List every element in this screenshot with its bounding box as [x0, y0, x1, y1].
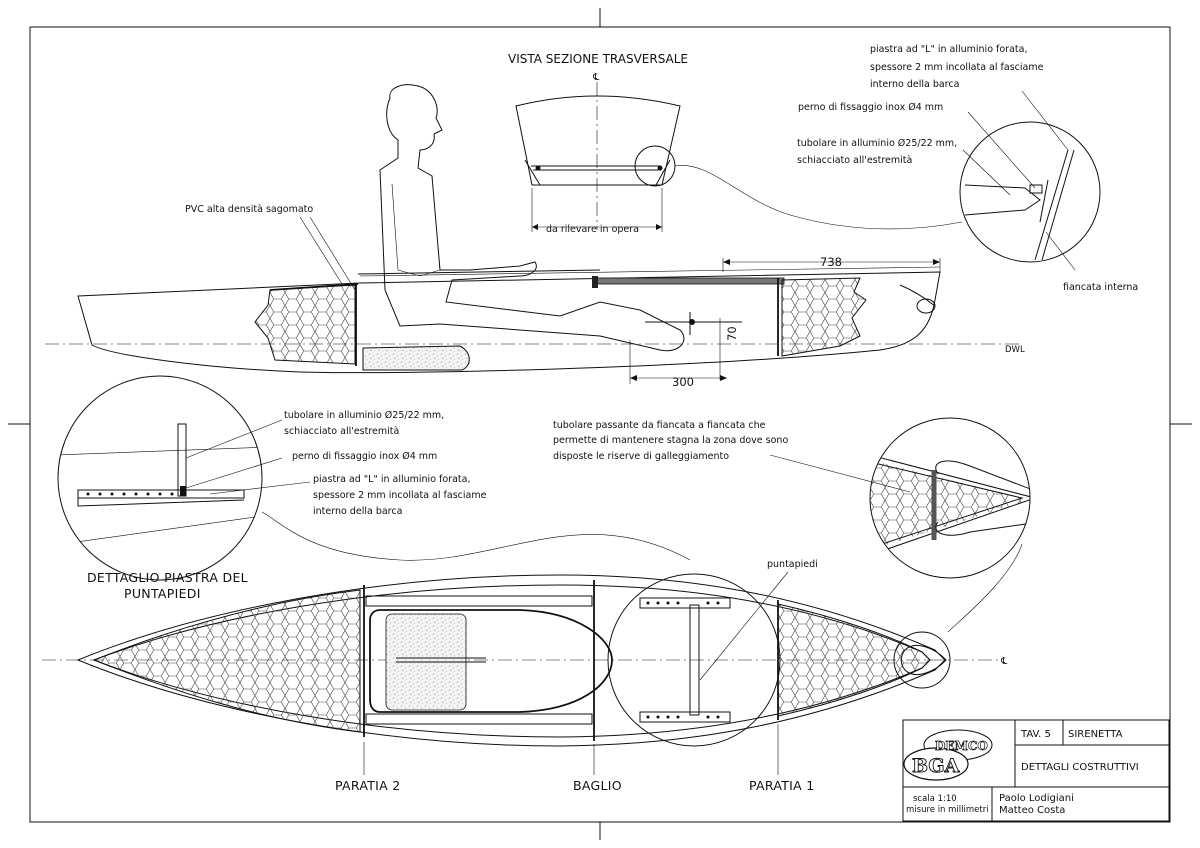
top-plate-note-line-2: spessore 2 mm incollata al fasciame — [870, 62, 1044, 73]
bulkhead-1-label: PARATIA 1 — [749, 778, 815, 793]
author-1: Paolo Lodigiani — [999, 793, 1074, 804]
top-plate-note-line-3: interno della barca — [870, 79, 959, 90]
sheet-number: TAV. 5 — [1020, 729, 1051, 740]
left-plate-note-line-3: interno della barca — [313, 506, 402, 517]
left-detail-caption-line-1: DETTAGLIO PIASTRA DEL — [87, 570, 248, 585]
logo-top-text: DEMCO — [935, 739, 988, 753]
project-name: SIRENETTA — [1068, 729, 1123, 740]
bow-note-line-2: permette di mantenere stagna la zona dov… — [553, 435, 788, 446]
inner-side-note: fiancata interna — [1063, 282, 1138, 293]
left-detail-caption-line-2: PUNTAPIEDI — [124, 586, 201, 601]
section-dimension-label: da rilevare in opera — [546, 224, 639, 235]
section-axis-mark: ℄ — [592, 72, 600, 83]
top-plate-note-line-1: piastra ad "L" in alluminio forata, — [870, 44, 1027, 55]
beam-label: BAGLIO — [573, 778, 622, 793]
sheet-frame — [8, 8, 1192, 840]
scale-text: scala 1:10 — [913, 794, 957, 804]
logo-bottom-text: BGA — [912, 755, 960, 777]
hull-bracket-detail: piastra ad "L" in alluminio forata, spes… — [797, 44, 1138, 293]
left-tube-note-line-1: tubolare in alluminio Ø25/22 mm, — [284, 410, 444, 421]
footrest-label: puntapiedi — [767, 559, 818, 570]
dimension-70: 70 — [725, 326, 739, 341]
bow-note-line-3: disposte le riserve di galleggiamento — [553, 451, 729, 462]
left-plate-note-line-2: spessore 2 mm incollata al fasciame — [313, 490, 487, 501]
dimension-300: 300 — [672, 375, 694, 389]
plan-axis-mark: ℄ — [1000, 656, 1008, 667]
units-text: misure in millimetri — [906, 805, 989, 815]
demco-bga-logo: DEMCO BGA — [903, 729, 993, 781]
top-tube-note-line-2: schiacciato all'estremità — [797, 155, 912, 166]
bow-tube-detail: tubolare passante da fiancata a fiancata… — [553, 417, 1031, 633]
bow-note-line-1: tubolare passante da fiancata a fiancata… — [553, 420, 766, 431]
author-2: Matteo Costa — [999, 805, 1065, 816]
left-tube-note-line-2: schiacciato all'estremità — [284, 426, 399, 437]
section-title: VISTA SEZIONE TRASVERSALE — [508, 52, 688, 66]
cross-section-view: VISTA SEZIONE TRASVERSALE ℄ da rilevare … — [508, 52, 963, 235]
title-block: DEMCO BGA TAV. 5 SIRENETTA DETTAGLI COST… — [902, 719, 1170, 822]
pvc-note: PVC alta densità sagomato — [185, 204, 313, 215]
top-tube-note-line-1: tubolare in alluminio Ø25/22 mm, — [797, 138, 957, 149]
dimension-738: 738 — [820, 255, 842, 269]
left-plate-note-line-1: piastra ad "L" in alluminio forata, — [313, 474, 470, 485]
side-view: DWL PVC alta densità sagomato — [45, 84, 1025, 389]
top-pin-note: perno di fissaggio inox Ø4 mm — [798, 102, 943, 113]
footrest-plate-detail: tubolare in alluminio Ø25/22 mm, schiacc… — [57, 375, 691, 601]
plan-view: ℄ puntapiedi — [42, 559, 1008, 793]
bulkhead-2-label: PARATIA 2 — [335, 778, 401, 793]
dwl-label: DWL — [1005, 345, 1025, 355]
drawing-subject: DETTAGLI COSTRUTTIVI — [1021, 762, 1139, 773]
left-pin-note: perno di fissaggio inox Ø4 mm — [292, 451, 437, 462]
